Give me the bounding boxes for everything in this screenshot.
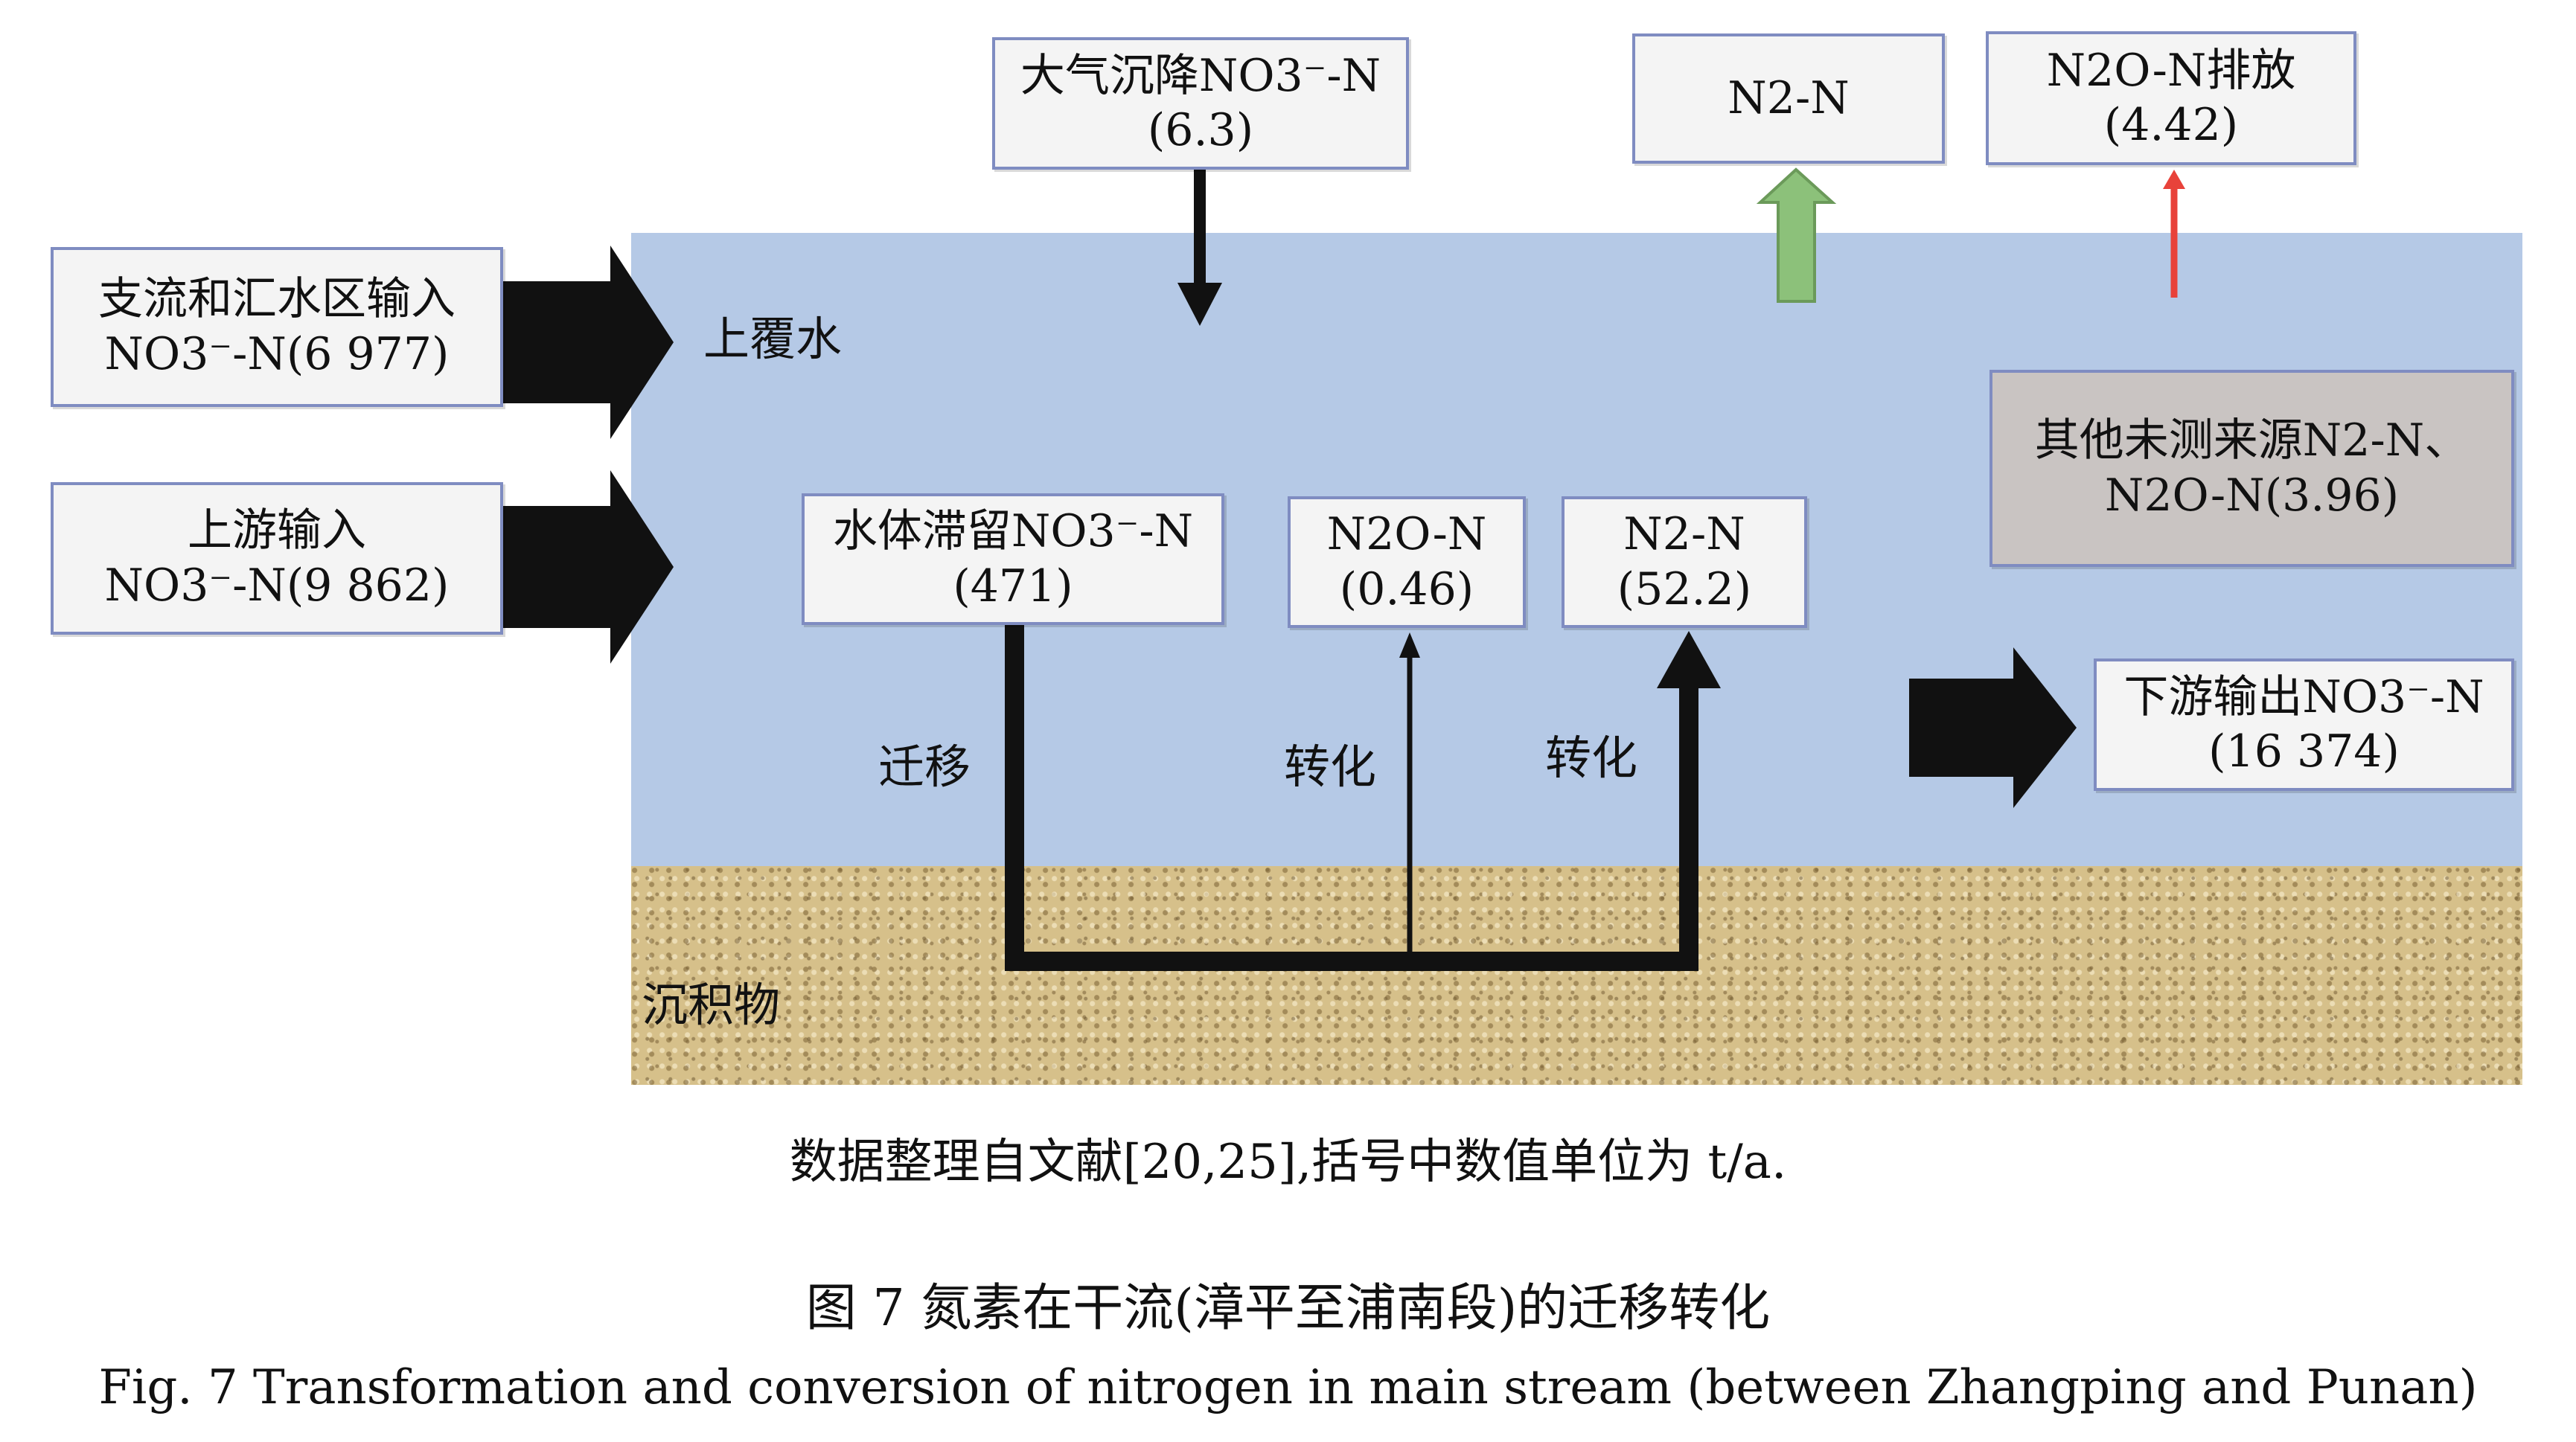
upstream-input-box: 上游输入 NO3⁻-N(9 862)	[51, 482, 503, 635]
water-retention-label: 水体滞留NO3⁻-N	[832, 505, 1194, 558]
atmospheric-deposition-label: 大气沉降NO3⁻-N	[1020, 49, 1381, 102]
transform-label-1: 转化	[1284, 740, 1377, 794]
n2-emission-box: N2-N	[1632, 33, 1945, 164]
atmospheric-deposition-box: 大气沉降NO3⁻-N (6.3)	[992, 37, 1409, 170]
n2o-transform-value: (0.46)	[1339, 563, 1474, 615]
figure-title-cn: 图 7 氮素在干流(漳平至浦南段)的迁移转化	[805, 1279, 1771, 1338]
migration-label: 迁移	[878, 740, 971, 794]
data-source-note: 数据整理自文献[20,25],括号中数值单位为 t/a.	[789, 1135, 1787, 1190]
tributary-input-value: NO3⁻-N(6 977)	[104, 327, 450, 380]
n2o-transform-box: N2O-N (0.46)	[1288, 496, 1526, 628]
tributary-input-arrow	[502, 246, 674, 439]
figure-title-en: Fig. 7 Transformation and conversion of …	[98, 1360, 2478, 1415]
other-sources-label: 其他未测来源N2-N、	[2034, 414, 2470, 467]
n2-transform-value: (52.2)	[1617, 563, 1752, 615]
downstream-output-box: 下游输出NO3⁻-N (16 374)	[2094, 658, 2514, 791]
n2-transform-arrowhead	[1657, 631, 1721, 688]
water-retention-box: 水体滞留NO3⁻-N (471)	[802, 493, 1224, 625]
n2o-emission-box: N2O-N排放 (4.42)	[1986, 31, 2356, 165]
atmospheric-deposition-value: (6.3)	[1147, 104, 1254, 156]
tributary-input-box: 支流和汇水区输入 NO3⁻-N(6 977)	[51, 247, 503, 407]
transform-label-2: 转化	[1545, 731, 1638, 785]
overlying-water-label: 上覆水	[703, 312, 843, 366]
tributary-input-label: 支流和汇水区输入	[98, 273, 456, 326]
n2o-emission-value: (4.42)	[2103, 99, 2239, 151]
upstream-input-arrow	[502, 470, 674, 664]
upstream-input-value: NO3⁻-N(9 862)	[104, 559, 450, 612]
n2o-transform-label: N2O-N	[1326, 508, 1487, 561]
sediment-label: 沉积物	[642, 978, 781, 1032]
water-retention-value: (471)	[953, 560, 1073, 612]
migration-path	[1005, 622, 1698, 971]
n2-transform-box: N2-N (52.2)	[1562, 496, 1807, 628]
downstream-output-value: (16 374)	[2208, 725, 2400, 778]
downstream-output-arrow	[1909, 647, 2077, 808]
other-sources-box: 其他未测来源N2-N、 N2O-N(3.96)	[1989, 370, 2514, 567]
sediment-region	[631, 866, 2522, 1085]
n2-transform-label: N2-N	[1623, 508, 1745, 561]
upstream-input-label: 上游输入	[188, 504, 366, 557]
n2-emission-label: N2-N	[1728, 71, 1850, 124]
other-sources-value: N2O-N(3.96)	[2104, 469, 2400, 522]
n2o-emission-label: N2O-N排放	[2046, 44, 2296, 97]
n2-emission-arrow	[1756, 167, 1837, 303]
downstream-output-label: 下游输出NO3⁻-N	[2123, 670, 2484, 723]
